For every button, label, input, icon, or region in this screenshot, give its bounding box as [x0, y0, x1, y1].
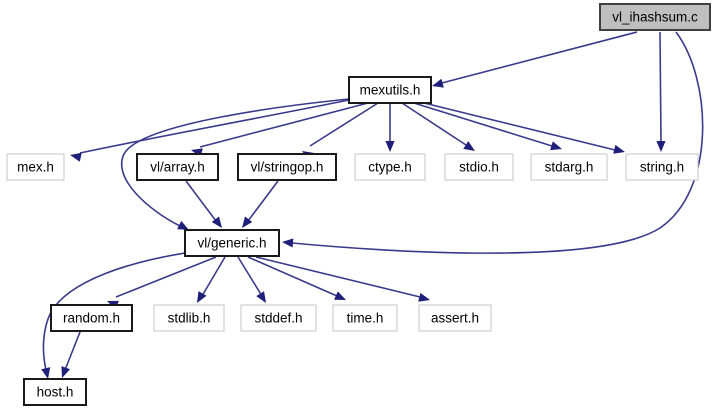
edge-vl_ihashsum_c-to-mexutils_h	[432, 31, 638, 88]
edge-mexutils_h-to-vl_generic_h	[121, 98, 350, 230]
arrowhead-icon	[282, 238, 294, 248]
node-time_h[interactable]: time.h	[332, 304, 398, 332]
node-mex_h[interactable]: mex.h	[6, 153, 65, 181]
edge-vl_generic_h-to-host_h	[41, 252, 186, 379]
edge-vl_stringop_h-to-vl_generic_h	[242, 180, 279, 228]
node-mexutils_h[interactable]: mexutils.h	[348, 76, 432, 104]
edge-line	[437, 31, 638, 85]
edge-line	[659, 31, 662, 143]
edge-line	[255, 256, 421, 298]
edge-line	[247, 180, 279, 222]
node-box[interactable]	[23, 378, 87, 406]
arrowhead-icon	[432, 78, 444, 88]
arrowhead-icon	[256, 291, 266, 303]
arrowhead-icon	[211, 216, 222, 228]
edge-mexutils_h-to-vl_stringop_h	[302, 102, 379, 161]
node-box[interactable]	[354, 153, 426, 181]
node-vl_generic_h[interactable]: vl/generic.h	[184, 229, 280, 257]
edge-vl_generic_h-to-random_h	[107, 256, 217, 310]
edge-line	[121, 98, 350, 227]
node-box[interactable]	[530, 153, 608, 181]
edge-line	[64, 331, 81, 371]
arrowhead-icon	[656, 141, 666, 152]
node-vl_array_h[interactable]: vl/array.h	[136, 153, 219, 181]
node-stddef_h[interactable]: stddef.h	[240, 304, 317, 332]
arrowhead-icon	[334, 291, 346, 300]
edge-line	[115, 256, 217, 298]
node-box[interactable]	[6, 153, 65, 181]
edge-vl_ihashsum_c-to-string_h	[656, 31, 666, 152]
arrowhead-icon	[418, 292, 430, 302]
node-box[interactable]	[599, 3, 711, 31]
node-ctype_h[interactable]: ctype.h	[354, 153, 426, 181]
arrowhead-icon	[242, 216, 253, 228]
edge-vl_ihashsum_c-to-vl_generic_h	[282, 31, 704, 254]
edge-line	[237, 256, 263, 297]
edge-vl_generic_h-to-assert_h	[255, 256, 430, 302]
edge-mexutils_h-to-stdarg_h	[413, 102, 562, 151]
edge-line	[291, 31, 704, 254]
edge-mexutils_h-to-vl_array_h	[191, 102, 369, 158]
arrowhead-icon	[613, 144, 625, 154]
edge-line	[199, 102, 369, 148]
node-box[interactable]	[237, 153, 337, 181]
arrowhead-icon	[197, 291, 207, 303]
node-random_h[interactable]: random.h	[50, 304, 133, 332]
node-box[interactable]	[348, 76, 432, 104]
node-stdlib_h[interactable]: stdlib.h	[153, 304, 225, 332]
edge-mexutils_h-to-mex_h	[70, 99, 350, 162]
node-vl_ihashsum_c[interactable]: vl_ihashsum.c	[599, 3, 711, 31]
edge-vl_generic_h-to-time_h	[247, 256, 346, 300]
edge-line	[401, 102, 467, 146]
edge-vl_array_h-to-vl_generic_h	[185, 180, 222, 228]
arrowhead-icon	[385, 141, 395, 152]
node-box[interactable]	[136, 153, 219, 181]
edge-mexutils_h-to-stdio_h	[401, 102, 475, 151]
edge-line	[247, 256, 338, 297]
node-box[interactable]	[50, 304, 133, 332]
node-host_h[interactable]: host.h	[23, 378, 87, 406]
edge-line	[185, 180, 217, 222]
node-box[interactable]	[625, 153, 699, 181]
node-stdio_h[interactable]: stdio.h	[444, 153, 514, 181]
edge-line	[423, 102, 616, 151]
node-box[interactable]	[332, 304, 398, 332]
node-assert_h[interactable]: assert.h	[418, 304, 492, 332]
node-string_h[interactable]: string.h	[625, 153, 699, 181]
arrowhead-icon	[61, 366, 71, 378]
edge-random_h-to-host_h	[61, 331, 81, 378]
node-box[interactable]	[444, 153, 514, 181]
edge-mexutils_h-to-string_h	[423, 102, 625, 154]
edge-line	[201, 256, 226, 297]
nodes-layer: vl_ihashsum.c mexutils.h mex.h vl/array.h vl…	[6, 3, 711, 406]
edge-mexutils_h-to-ctype_h	[385, 103, 395, 152]
node-box[interactable]	[240, 304, 317, 332]
edge-vl_generic_h-to-stdlib_h	[197, 256, 226, 303]
edge-line	[42, 252, 186, 371]
arrowhead-icon	[70, 152, 82, 162]
arrowhead-icon	[177, 220, 189, 230]
edge-vl_generic_h-to-stddef_h	[237, 256, 266, 303]
node-box[interactable]	[418, 304, 492, 332]
node-vl_stringop_h[interactable]: vl/stringop.h	[237, 153, 337, 181]
arrowhead-icon	[550, 141, 562, 151]
edge-line	[413, 102, 553, 147]
arrowhead-icon	[463, 141, 475, 151]
node-box[interactable]	[153, 304, 225, 332]
edge-line	[79, 99, 350, 154]
node-box[interactable]	[184, 229, 280, 257]
arrowhead-icon	[41, 367, 51, 379]
node-stdarg_h[interactable]: stdarg.h	[530, 153, 608, 181]
edge-line	[309, 102, 379, 147]
